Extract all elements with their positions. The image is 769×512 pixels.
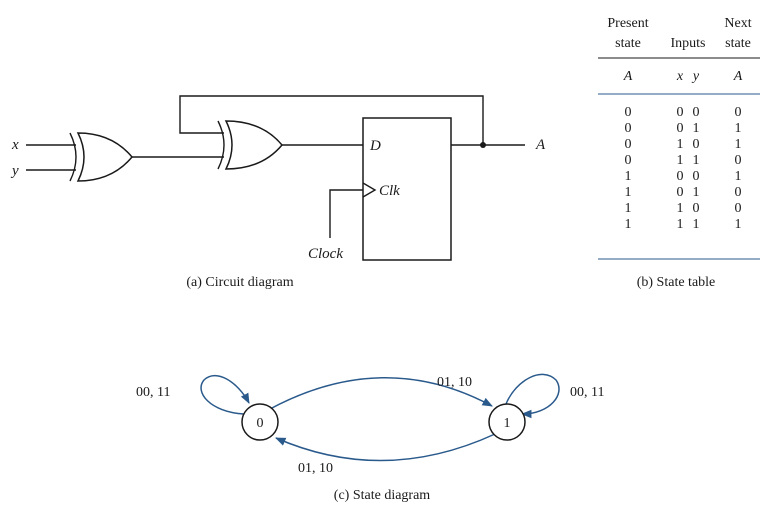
transition-arc-0-to-1: [269, 377, 493, 410]
cell-x: 0: [677, 185, 684, 200]
input-y-label: y: [10, 163, 19, 179]
xor-gate-1: [69, 132, 133, 182]
cell-a: 0: [625, 121, 632, 136]
output-a-label: A: [535, 137, 546, 153]
header-next-2: state: [725, 36, 751, 51]
cell-y: 1: [693, 153, 700, 168]
table-body: 0 0 0 0 0 0 1 1 0 1 0 1 0 1 1 0: [625, 105, 742, 232]
bottom-arc-label: 01, 10: [298, 461, 333, 476]
table-row: 0 1 1 0: [625, 153, 742, 168]
clock-label: Clock: [308, 246, 343, 262]
cell-next: 0: [735, 153, 742, 168]
state-1-label: 1: [504, 416, 511, 431]
cell-next: 1: [735, 217, 742, 232]
transition-arc-1-to-0: [275, 433, 496, 462]
cell-x: 0: [677, 105, 684, 120]
d-flip-flop: [362, 117, 452, 261]
cell-a: 1: [625, 217, 632, 232]
cell-a: 1: [625, 185, 632, 200]
circuit-diagram: x y D Clk Clock A (a) C: [10, 95, 546, 290]
table-row: 0 0 1 1: [625, 121, 742, 136]
cell-x: 0: [677, 121, 684, 136]
cell-next: 1: [735, 121, 742, 136]
cell-y: 0: [693, 201, 700, 216]
cell-next: 0: [735, 185, 742, 200]
table-row: 0 0 0 0: [625, 105, 742, 120]
table-caption: (b) State table: [637, 275, 716, 290]
cell-x: 0: [677, 169, 684, 184]
feedback-wire: [179, 95, 484, 145]
cell-a: 0: [625, 153, 632, 168]
subheader-a: A: [623, 69, 633, 84]
cell-x: 1: [677, 137, 684, 152]
clock-triangle: [362, 182, 377, 198]
xor-gate-2: [217, 120, 283, 170]
header-inputs: Inputs: [671, 36, 706, 51]
cell-a: 0: [625, 137, 632, 152]
loop-1-label: 00, 11: [570, 385, 604, 400]
state-table: Present state Inputs Next state A x y A …: [598, 16, 760, 290]
table-row: 1 1 0 0: [625, 201, 742, 216]
input-x-label: x: [11, 137, 19, 153]
circuit-caption: (a) Circuit diagram: [186, 275, 293, 290]
junction-dot: [480, 142, 486, 148]
cell-y: 1: [693, 185, 700, 200]
self-loop-1: [505, 373, 560, 419]
cell-y: 0: [693, 169, 700, 184]
state-diagram: 0 1 00, 11 00, 11 01, 10 01, 10 (c) Stat…: [136, 373, 604, 503]
state-diagram-caption: (c) State diagram: [334, 488, 431, 503]
cell-next: 0: [735, 105, 742, 120]
cell-a: 1: [625, 169, 632, 184]
cell-y: 0: [693, 105, 700, 120]
cell-y: 1: [693, 217, 700, 232]
cell-next: 0: [735, 201, 742, 216]
cell-a: 1: [625, 201, 632, 216]
cell-x: 1: [677, 201, 684, 216]
header-next-1: Next: [724, 16, 751, 31]
table-row: 1 0 0 1: [625, 169, 742, 184]
d-input-label: D: [369, 138, 381, 154]
state-0-node: [241, 403, 279, 441]
header-present-1: Present: [607, 16, 648, 31]
state-0-label: 0: [257, 416, 264, 431]
loop-0-label: 00, 11: [136, 385, 170, 400]
subheader-next-a: A: [733, 69, 743, 84]
header-present-2: state: [615, 36, 641, 51]
cell-x: 1: [677, 217, 684, 232]
cell-x: 1: [677, 153, 684, 168]
top-arc-label: 01, 10: [437, 375, 472, 390]
cell-next: 1: [735, 137, 742, 152]
subheader-y: y: [691, 69, 700, 84]
subheader-x: x: [676, 69, 684, 84]
table-row: 1 1 1 1: [625, 217, 742, 232]
state-1-node: [488, 403, 526, 441]
self-loop-0: [200, 374, 250, 415]
clk-label: Clk: [379, 183, 400, 199]
cell-a: 0: [625, 105, 632, 120]
clock-wire: [329, 189, 363, 238]
cell-next: 1: [735, 169, 742, 184]
table-row: 0 1 0 1: [625, 137, 742, 152]
table-row: 1 0 1 0: [625, 185, 742, 200]
cell-y: 1: [693, 121, 700, 136]
cell-y: 0: [693, 137, 700, 152]
